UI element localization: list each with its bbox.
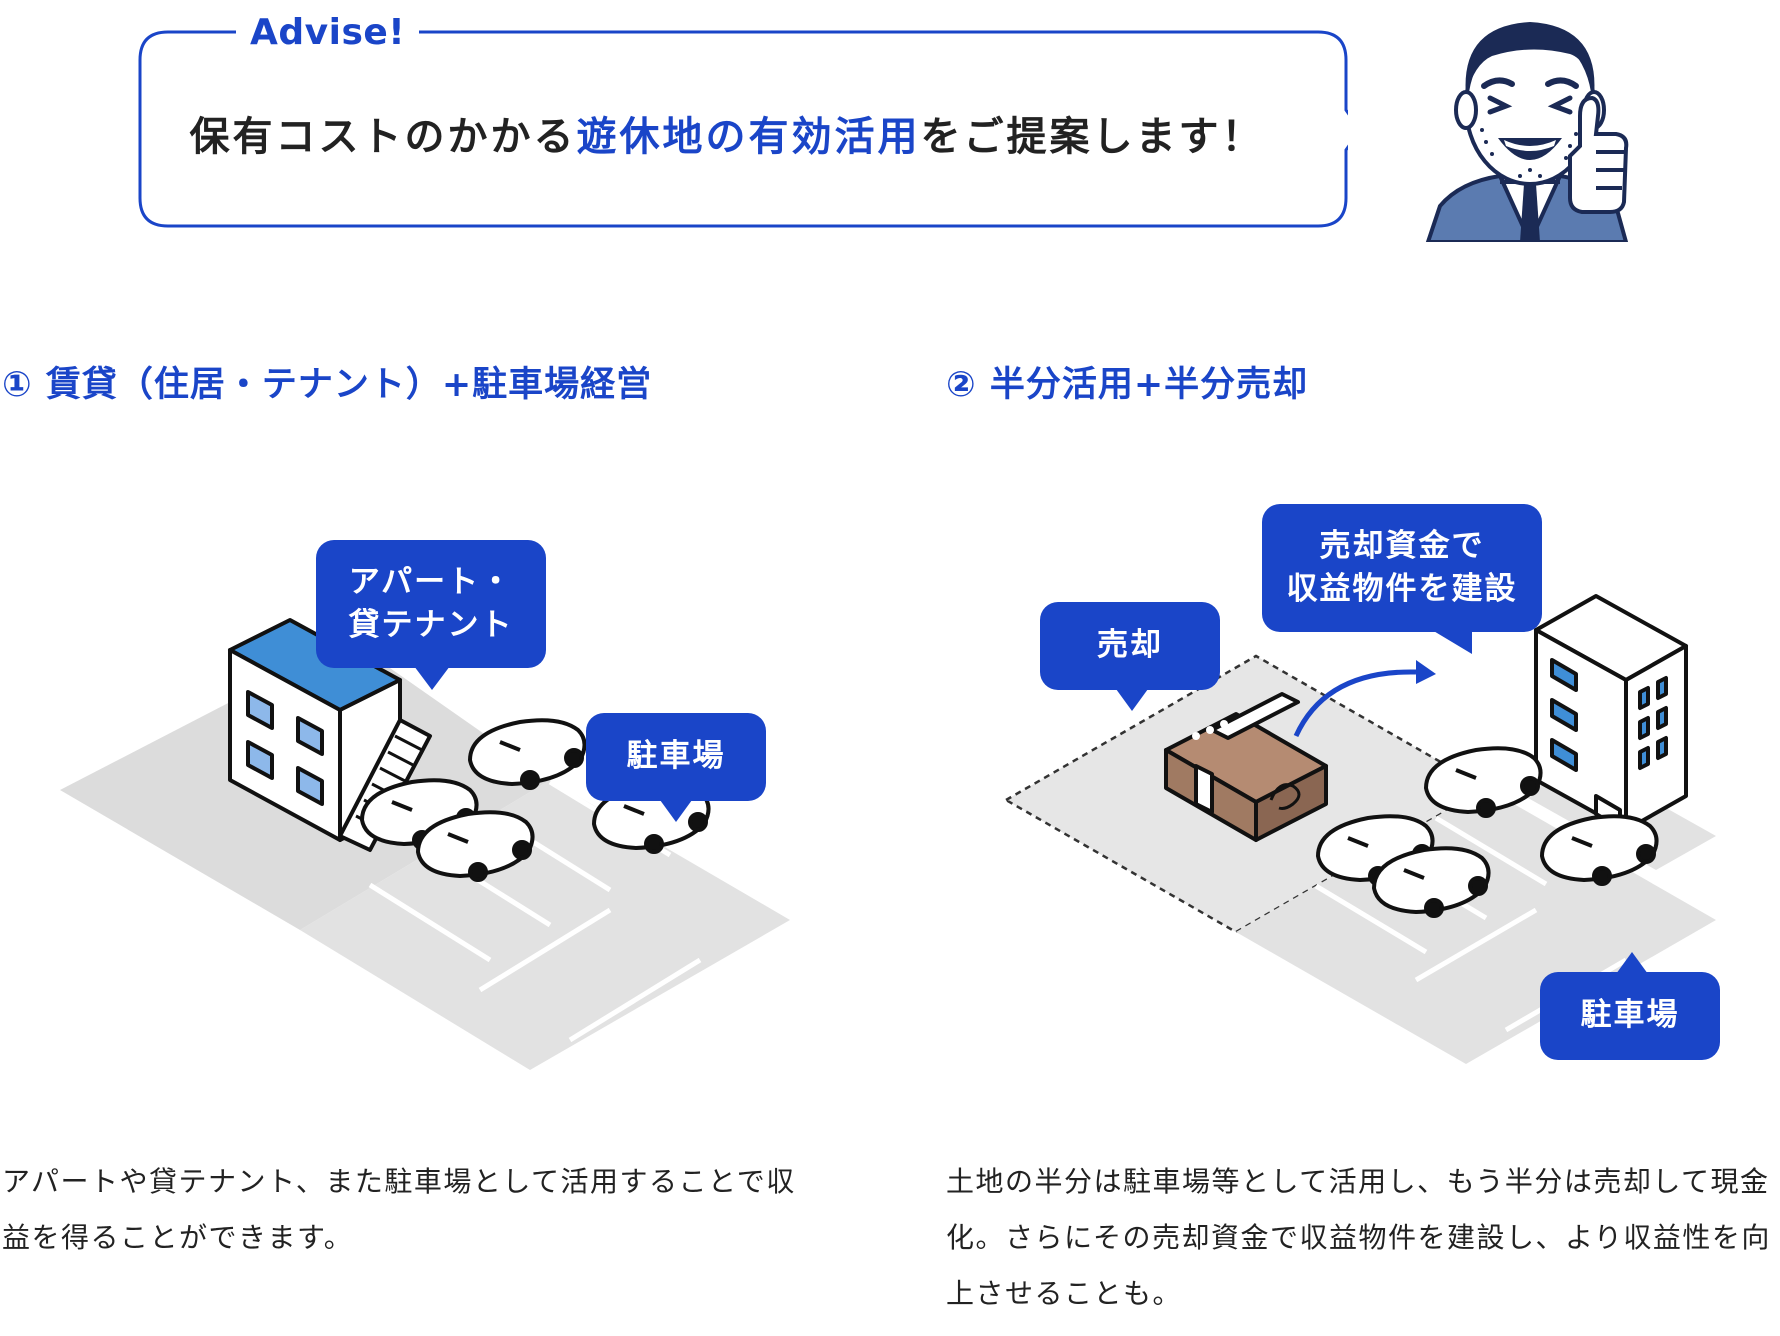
car-icon — [1423, 746, 1543, 818]
tag-sell: 売却 — [1040, 602, 1220, 690]
money-bundle-icon — [1164, 692, 1328, 842]
car-icon — [415, 810, 535, 882]
tag-parking-1-tail — [660, 800, 692, 822]
tag-parking-2: 駐車場 — [1540, 972, 1720, 1060]
tag-build-tail — [1432, 630, 1472, 654]
tag-build-with-proceeds: 売却資金で 収益物件を建設 — [1262, 504, 1542, 632]
tag-apartment-tenant: アパート・ 貸テナント — [316, 540, 546, 668]
section2-title: ② 半分活用+半分売却 — [946, 365, 1309, 405]
advise-label: Advise! — [236, 12, 420, 53]
car-icon — [467, 718, 587, 790]
arrow-icon — [1293, 669, 1417, 738]
advise-message-highlight: 遊休地の有効活用 — [576, 114, 921, 160]
advise-message: 保有コストのかかる遊休地の有効活用をご提案します！ — [138, 104, 1316, 162]
tag-parking-2-tail — [1616, 952, 1648, 974]
office-building-icon — [1534, 594, 1688, 832]
section2-illustration — [1003, 594, 1716, 1064]
car-icon — [1539, 814, 1659, 886]
businessman-thumbs-up-icon — [1425, 22, 1629, 242]
advise-message-pre: 保有コストのかかる — [189, 114, 577, 160]
car-icon — [1371, 846, 1491, 918]
advise-bubble-frame — [138, 30, 1348, 228]
tag-sell-tail — [1116, 689, 1148, 711]
section1-title: ① 賃貸（住居・テナント）+駐車場経営 — [2, 365, 653, 405]
section1-description: アパートや貸テナント、また駐車場として活用することで収益を得ることができます。 — [2, 1165, 796, 1254]
section2-description: 土地の半分は駐車場等として活用し、もう半分は売却して現金化。さらにその売却資金で… — [946, 1165, 1771, 1310]
tag-parking-1: 駐車場 — [586, 713, 766, 801]
tag-apartment-tail — [414, 666, 450, 690]
advise-message-post: をご提案します！ — [920, 114, 1265, 160]
section1-illustration — [60, 618, 790, 1070]
